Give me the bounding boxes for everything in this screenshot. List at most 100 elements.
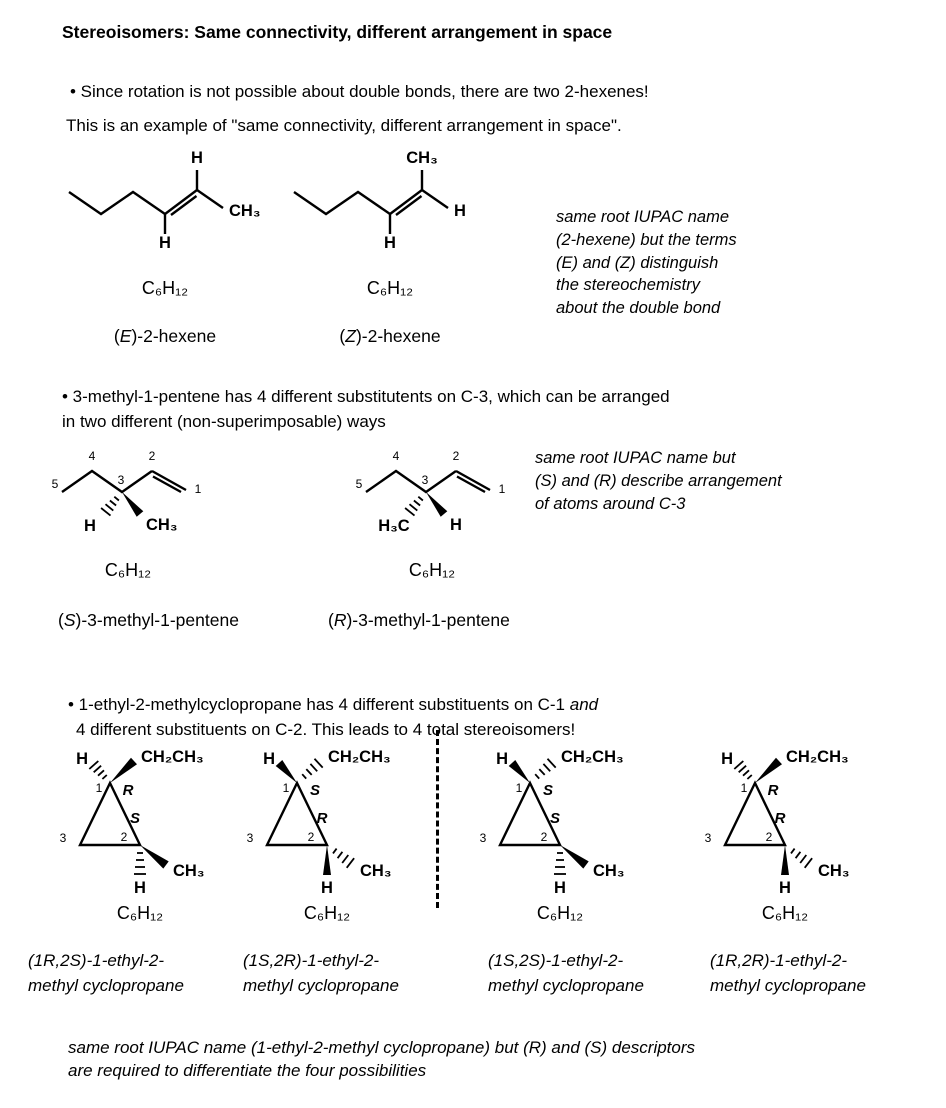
stereo-descriptor: (1R,2S) [28,951,87,970]
atom-label-dash: H₃C [378,517,410,535]
structure-1s2r-cyclopropane: H CH₂CH₃ CH₃ H 1 2 3 S R [247,748,392,897]
name-z-2-hexene: (Z)-2-hexene [300,326,480,347]
atom-label-ethyl: CH₂CH₃ [141,748,204,766]
atom-label-h-top: H [76,750,88,768]
stereo-label-c2: S [130,810,140,827]
atom-label-ethyl: CH₂CH₃ [328,748,391,766]
dashed-bond-h [733,760,753,780]
stereo-descriptor: E [119,326,132,346]
atom-label-methyl: CH₃ [360,862,391,880]
stereo-descriptor: Z [345,326,356,346]
dashed-bond-h [553,852,567,875]
formula-cyclopropane-2: C₆H₁₂ [303,903,351,923]
stereo-descriptor: (1S,2S) [488,951,546,970]
name-cyclopropane-4: (1R,2R)-1-ethyl-2- methyl cyclopropane [710,948,866,998]
bullet-text-italic: and [569,694,599,714]
formula-z-2-hexene: C₆H₁₂ [366,278,414,298]
name-line2: methyl cyclopropane [710,976,866,995]
carbon-number: 3 [705,831,712,845]
carbon-number: 4 [89,449,96,463]
stereo-label-c2: R [775,810,786,827]
section1-bullet: • Since rotation is not possible about d… [70,82,649,101]
wedge-bond-h [781,845,789,875]
dashed-bond [100,495,120,517]
wedge-bond-h [508,760,530,783]
atom-label-wedge: H [450,516,462,534]
name-part: ( [58,610,64,630]
formula-cyclopropane-4: C₆H₁₂ [761,903,809,923]
carbon-number: 2 [766,830,773,844]
dashed-bond-methyl [790,847,813,869]
formula-s-pentene: C₆H₁₂ [104,560,152,580]
name-part: -1-ethyl-2- [86,951,165,970]
atom-label-bottom: H [159,234,171,252]
carbon-number: 3 [480,831,487,845]
atom-label-bottom: H [384,234,396,252]
name-cyclopropane-1: (1R,2S)-1-ethyl-2- methyl cyclopropane [28,948,184,998]
name-part: ( [339,326,346,346]
name-part: ( [328,610,334,630]
section1-subtext: This is an example of "same connectivity… [66,116,622,135]
name-s-pentene: (S)-3-methyl-1-pentene [58,610,239,631]
wedge-bond [426,492,448,517]
carbon-number: 3 [60,831,67,845]
stereo-label-c2: S [550,810,560,827]
carbon-number: 1 [516,781,523,795]
atom-label-methyl: CH₃ [593,862,624,880]
formula-r-pentene: C₆H₁₂ [408,560,456,580]
wedge-bond-ethyl [110,757,137,783]
name-part: )-3-methyl-1-pentene [346,610,510,630]
atom-label-h-bottom: H [134,879,146,897]
atom-label-right: H [454,202,466,220]
structure-1s2s-cyclopropane: H CH₂CH₃ CH₃ H 1 2 3 S S [480,748,625,897]
dashed-bond [404,495,424,517]
wedge-bond-methyl [560,845,589,869]
carbon-number: 5 [52,477,59,491]
stereo-descriptor: S [63,610,76,630]
stereo-label-c1: S [543,782,553,799]
name-part: )-2-hexene [131,326,217,346]
carbon-number: 1 [195,482,202,496]
name-part: )-2-hexene [355,326,441,346]
name-line2: methyl cyclopropane [28,976,184,995]
dashed-bond-ethyl [301,757,324,780]
atom-label-right: CH₃ [229,202,260,220]
dashed-bond-methyl [332,847,356,869]
bullet-text: • 1-ethyl-2-methylcyclopropane has 4 dif… [68,694,570,714]
stereo-descriptor: (1S,2R) [243,951,302,970]
atom-label-h-bottom: H [779,879,791,897]
atom-label-methyl: CH₃ [173,862,204,880]
wedge-bond-methyl [140,845,169,869]
section1-note: same root IUPAC name (2-hexene) but the … [556,208,737,318]
structure-r-3-methyl-1-pentene: 5 4 3 2 1 H₃C H [356,449,506,535]
dashed-divider [436,730,439,908]
name-line1: (1S,2S)-1-ethyl-2- [488,948,644,973]
carbon-number: 4 [393,449,400,463]
atom-label-ethyl: CH₂CH₃ [786,748,849,766]
name-part: -1-ethyl-2- [769,951,847,970]
wedge-bond-h [323,845,331,875]
atom-label-h-bottom: H [321,879,333,897]
atom-label-ethyl: CH₂CH₃ [561,748,624,766]
carbon-number: 1 [96,781,103,795]
carbon-number: 3 [247,831,254,845]
wedge-bond-h [275,760,297,783]
carbon-number: 3 [422,473,429,487]
section2-bullet: • 3-methyl-1-pentene has 4 different sub… [62,387,670,431]
name-e-2-hexene: (E)-2-hexene [75,326,255,347]
name-line1: (1S,2R)-1-ethyl-2- [243,948,399,973]
carbon-number: 1 [741,781,748,795]
bullet-line2: 4 different substituents on C-2. This le… [76,719,576,739]
name-part: -1-ethyl-2- [301,951,380,970]
carbon-number: 2 [121,830,128,844]
atom-label-h-top: H [263,750,275,768]
bond-skeleton [67,168,225,236]
name-line1: (1R,2R)-1-ethyl-2- [710,948,866,973]
stereo-label-c1: R [123,782,134,799]
section3-note: same root IUPAC name (1-ethyl-2-methyl c… [68,1038,696,1081]
name-part: ( [113,326,120,346]
formula-cyclopropane-3: C₆H₁₂ [536,903,584,923]
stereo-label-c2: R [317,810,328,827]
carbon-number: 1 [283,781,290,795]
